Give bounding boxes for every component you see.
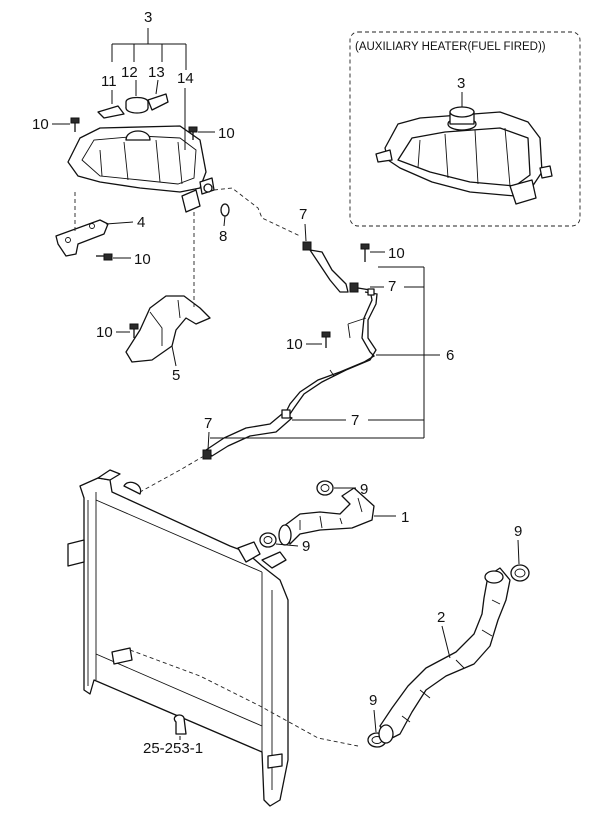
lower-hose-2: 2: [378, 567, 511, 744]
label-10-d: 10: [96, 324, 113, 341]
drain-plug: [173, 714, 187, 735]
seal-gasket-11: [97, 105, 125, 119]
label-9-d: 9: [369, 692, 377, 709]
label-9-a: 9: [360, 481, 368, 498]
label-7-d: 7: [204, 415, 212, 432]
bracket-4: 4: [55, 214, 145, 257]
label-bracket-6-7: 7 6 7: [210, 266, 454, 439]
overflow-hose-lower: 7: [202, 409, 293, 460]
inset-part-label-3: 3: [457, 75, 465, 92]
upper-hose-1: 1: [278, 487, 409, 546]
label-9-b: 9: [302, 538, 310, 555]
label-1: 1: [401, 509, 409, 526]
reference-callout: 25-253-1: [143, 736, 203, 757]
label-9-c: 9: [514, 523, 522, 540]
label-6: 6: [446, 347, 454, 364]
label-12: 12: [121, 64, 138, 81]
clamps-9: 9 9 9 9: [259, 480, 530, 748]
label-7-b: 7: [388, 278, 396, 295]
label-5: 5: [172, 367, 180, 384]
label-4: 4: [137, 214, 145, 231]
label-8: 8: [219, 228, 227, 245]
cap-strap-13: [147, 93, 169, 111]
label-7-a: 7: [299, 206, 307, 223]
label-10-b: 10: [218, 125, 235, 142]
metal-pipe-6: [285, 287, 378, 415]
inset-reservoir-tank: [375, 106, 553, 205]
radiator: [67, 469, 289, 807]
inset-auxiliary-heater: (AUXILIARY HEATER(FUEL FIRED)) 3: [349, 31, 581, 227]
reservoir-tank: [67, 125, 215, 213]
label-7-c: 7: [351, 412, 359, 429]
label-10-f: 10: [286, 336, 303, 353]
inset-title: (AUXILIARY HEATER(FUEL FIRED)): [355, 41, 546, 53]
label-10-e: 10: [388, 245, 405, 262]
overflow-hose-upper: 7: [299, 206, 359, 293]
inset-border: [349, 31, 581, 227]
label-14: 14: [177, 70, 194, 87]
bolts-10: 10 10 10 10 10 10: [32, 116, 405, 353]
bracket-5: 5: [125, 295, 211, 384]
label-10-c: 10: [134, 251, 151, 268]
cap-parts: [97, 93, 169, 119]
label-3: 3: [144, 9, 152, 26]
label-tree-3: 3 11 12 13 14: [101, 9, 194, 150]
label-11: 11: [101, 73, 117, 90]
label-10-a: 10: [32, 116, 49, 133]
clamp-8: 8: [219, 203, 230, 245]
reference-label: 25-253-1: [143, 740, 203, 757]
label-2: 2: [437, 609, 445, 626]
label-13: 13: [148, 64, 165, 81]
